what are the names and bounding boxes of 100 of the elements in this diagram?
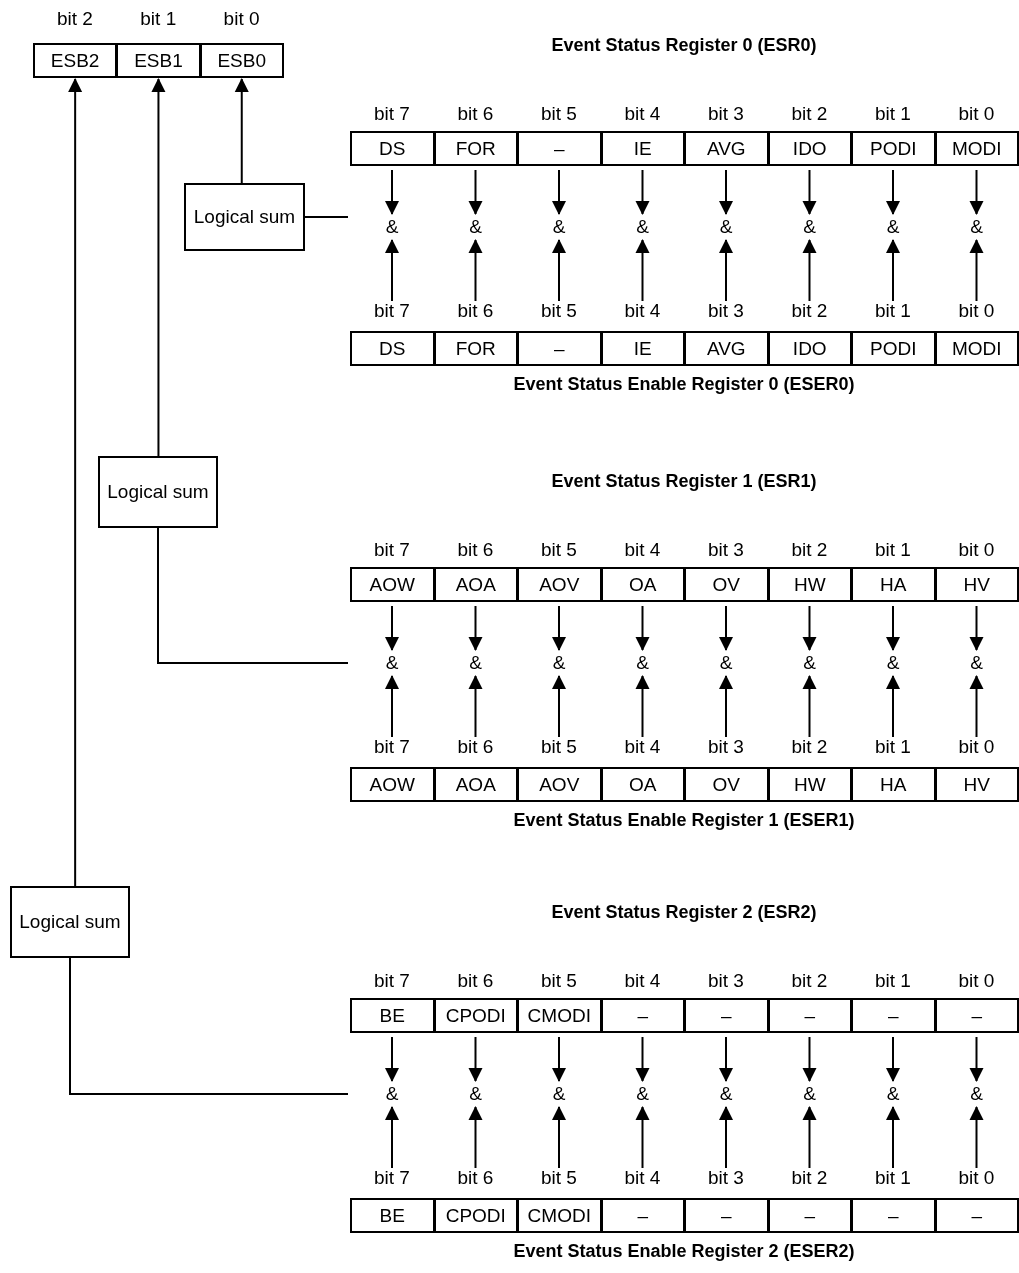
and-operator: & [714,651,738,675]
bit-label: bit 3 [708,1167,744,1189]
arrow [802,605,817,651]
bit-label: bit 4 [624,300,661,322]
arrow [552,239,566,302]
register-cell: CMODI [517,998,602,1033]
and-operator: & [630,651,655,675]
arrow [969,1106,984,1169]
arrow [68,78,83,887]
bit-label: bit 6 [457,300,494,322]
register-cell: HW [767,767,852,802]
register-cell: ESB2 [33,43,118,78]
bit-label: bit 0 [958,736,995,758]
register-cell: OV [684,767,769,802]
register-cell: HW [767,567,852,602]
arrow [802,169,817,215]
arrow [552,169,566,215]
register-cell: – [767,998,852,1033]
register-title: Event Status Enable Register 2 (ESER2) [513,1241,855,1262]
bit-label: bit 1 [875,1167,911,1189]
arrow [635,169,650,215]
bit-label: bit 5 [541,103,577,125]
bit-label: bit 4 [624,970,661,992]
register-cell: PODI [851,331,936,366]
arrow [719,1036,733,1082]
register-cell: IE [600,331,685,366]
arrow [969,239,984,302]
register-title: Event Status Enable Register 0 (ESER0) [513,374,855,395]
bit-label: bit 1 [875,300,911,322]
register-cell: DS [350,331,435,366]
arrow [385,1036,399,1082]
bit-label: bit 6 [457,970,494,992]
bit-label: bit 5 [541,736,577,758]
and-operator: & [547,651,571,675]
register-cell: BE [350,1198,435,1233]
arrow [552,1106,566,1169]
register-cell: OV [684,567,769,602]
and-operator: & [714,1082,738,1106]
register-title: Event Status Enable Register 1 (ESER1) [513,810,855,831]
register-cell: – [684,1198,769,1233]
register-cell: ESB1 [116,43,201,78]
arrow [468,605,483,651]
bit-label: bit 2 [791,103,828,125]
register-cell: – [851,1198,936,1233]
and-operator: & [797,1082,822,1106]
register-cell: MODI [934,131,1019,166]
bit-label: bit 1 [875,103,911,125]
bit-label: bit 0 [958,539,995,561]
arrow [969,1036,984,1082]
and-operator: & [714,215,738,239]
and-operator: & [547,1082,571,1106]
register-cell: FOR [433,331,518,366]
arrow [552,1036,566,1082]
and-operator: & [463,1082,488,1106]
arrow [719,1106,733,1169]
and-operator: & [881,215,905,239]
register-cell: – [600,998,685,1033]
arrow [719,169,733,215]
bit-label: bit 2 [57,8,93,30]
bit-label: bit 2 [791,736,828,758]
and-operator: & [881,651,905,675]
bit-label: bit 7 [374,103,410,125]
arrow [969,169,984,215]
bit-label: bit 6 [457,1167,494,1189]
connector-line [69,957,349,1095]
register-cell: AOV [517,567,602,602]
bit-label: bit 3 [708,539,744,561]
register-cell: FOR [433,131,518,166]
register-cell: MODI [934,331,1019,366]
and-operator: & [964,1082,989,1106]
arrow [385,239,399,302]
bit-label: bit 3 [708,970,744,992]
bit-label: bit 7 [374,1167,410,1189]
logical-sum-box: Logical sum [98,456,218,528]
and-operator: & [463,651,488,675]
register-cell: PODI [851,131,936,166]
register-cell: AOW [350,767,435,802]
arrow [719,675,733,738]
register-cell: – [517,331,602,366]
arrow [552,605,566,651]
arrow [802,239,817,302]
arrow [635,675,650,738]
arrow [802,675,817,738]
arrow [719,239,733,302]
arrow [385,169,399,215]
register-cell: IE [600,131,685,166]
register-cell: CPODI [433,998,518,1033]
and-operator: & [630,1082,655,1106]
bit-label: bit 0 [958,300,995,322]
bit-label: bit 7 [374,970,410,992]
register-title: Event Status Register 2 (ESR2) [551,902,817,923]
register-cell: AVG [684,331,769,366]
and-operator: & [463,215,488,239]
arrow [468,1036,483,1082]
arrow [635,239,650,302]
register-cell: CMODI [517,1198,602,1233]
and-operator: & [964,651,989,675]
arrow [719,605,733,651]
bit-label: bit 1 [875,736,911,758]
arrow [635,605,650,651]
